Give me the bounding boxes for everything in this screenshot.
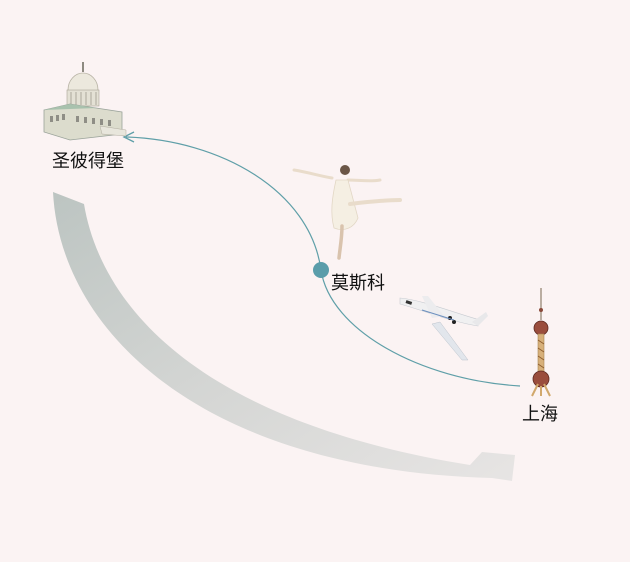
route-arrowhead-icon bbox=[122, 131, 135, 143]
ballerina-icon bbox=[292, 165, 402, 260]
node-label-shanghai: 上海 bbox=[522, 404, 558, 425]
capitol-building-icon bbox=[43, 62, 127, 141]
moscow-node-dot bbox=[313, 262, 329, 278]
tv-tower-icon bbox=[531, 288, 551, 397]
node-label-moscow: 莫斯科 bbox=[331, 273, 385, 294]
airplane-icon bbox=[399, 296, 488, 361]
node-label-st-petersburg: 圣彼得堡 bbox=[52, 151, 124, 172]
